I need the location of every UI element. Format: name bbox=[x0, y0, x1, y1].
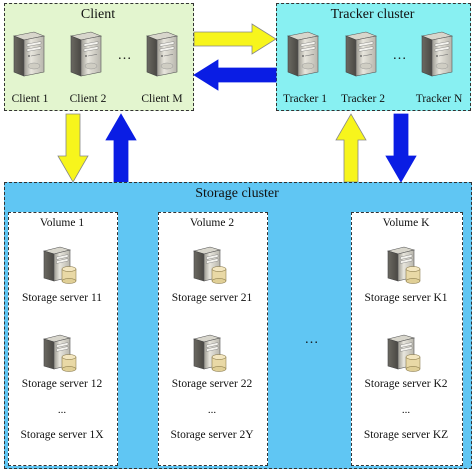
storage-server-label: Storage server K1 bbox=[364, 292, 448, 304]
server-tower-icon bbox=[67, 30, 103, 78]
server-tower-icon bbox=[284, 30, 320, 78]
tracker-1-label: Tracker 1 bbox=[283, 93, 327, 105]
client-1-label: Client 1 bbox=[11, 93, 49, 105]
server-tower-icon bbox=[143, 30, 179, 78]
client-title: Client bbox=[80, 7, 116, 22]
storage-title: Storage cluster bbox=[195, 186, 279, 201]
volume-title: Volume 1 bbox=[39, 217, 85, 229]
storage-server-label: Storage server K2 bbox=[364, 378, 448, 390]
storage-server-icon bbox=[40, 245, 80, 285]
client-to-tracker-arrow bbox=[193, 23, 277, 55]
volume-ellipsis: ... bbox=[207, 404, 217, 416]
storage-server-icon bbox=[40, 333, 80, 373]
storage-ellipsis: … bbox=[304, 332, 320, 347]
storage-server-label: Storage server 2Y bbox=[170, 429, 254, 441]
tracker-2-label: Tracker 2 bbox=[341, 93, 385, 105]
storage-server-label: Storage server 21 bbox=[171, 292, 253, 304]
tracker-to-client-arrow bbox=[193, 59, 277, 91]
tracker-to-storage-arrow bbox=[385, 113, 417, 183]
storage-server-label: Storage server 12 bbox=[21, 378, 103, 390]
client-ellipsis: … bbox=[117, 48, 133, 63]
storage-server-label: Storage server 11 bbox=[21, 292, 103, 304]
tracker-n-label: Tracker N bbox=[415, 93, 463, 105]
server-tower-icon bbox=[10, 30, 46, 78]
storage-server-label: Storage server 1X bbox=[20, 429, 104, 441]
storage-to-client-arrow bbox=[105, 113, 137, 183]
storage-server-label: Storage server KZ bbox=[363, 429, 449, 441]
storage-server-icon bbox=[384, 333, 424, 373]
client-to-storage-arrow bbox=[57, 113, 89, 183]
storage-server-icon bbox=[384, 245, 424, 285]
volume-ellipsis: ... bbox=[401, 404, 411, 416]
storage-server-label: Storage server 22 bbox=[171, 378, 253, 390]
client-m-label: Client M bbox=[141, 93, 183, 105]
storage-to-tracker-arrow bbox=[335, 113, 367, 183]
tracker-ellipsis: … bbox=[392, 48, 408, 63]
storage-server-icon bbox=[190, 333, 230, 373]
volume-ellipsis: ... bbox=[57, 404, 67, 416]
server-tower-icon bbox=[342, 30, 378, 78]
server-tower-icon bbox=[418, 30, 454, 78]
tracker-title: Tracker cluster bbox=[330, 7, 415, 22]
storage-server-icon bbox=[190, 245, 230, 285]
client-2-label: Client 2 bbox=[69, 93, 107, 105]
volume-title: Volume 2 bbox=[189, 217, 235, 229]
volume-title: Volume K bbox=[382, 217, 430, 229]
